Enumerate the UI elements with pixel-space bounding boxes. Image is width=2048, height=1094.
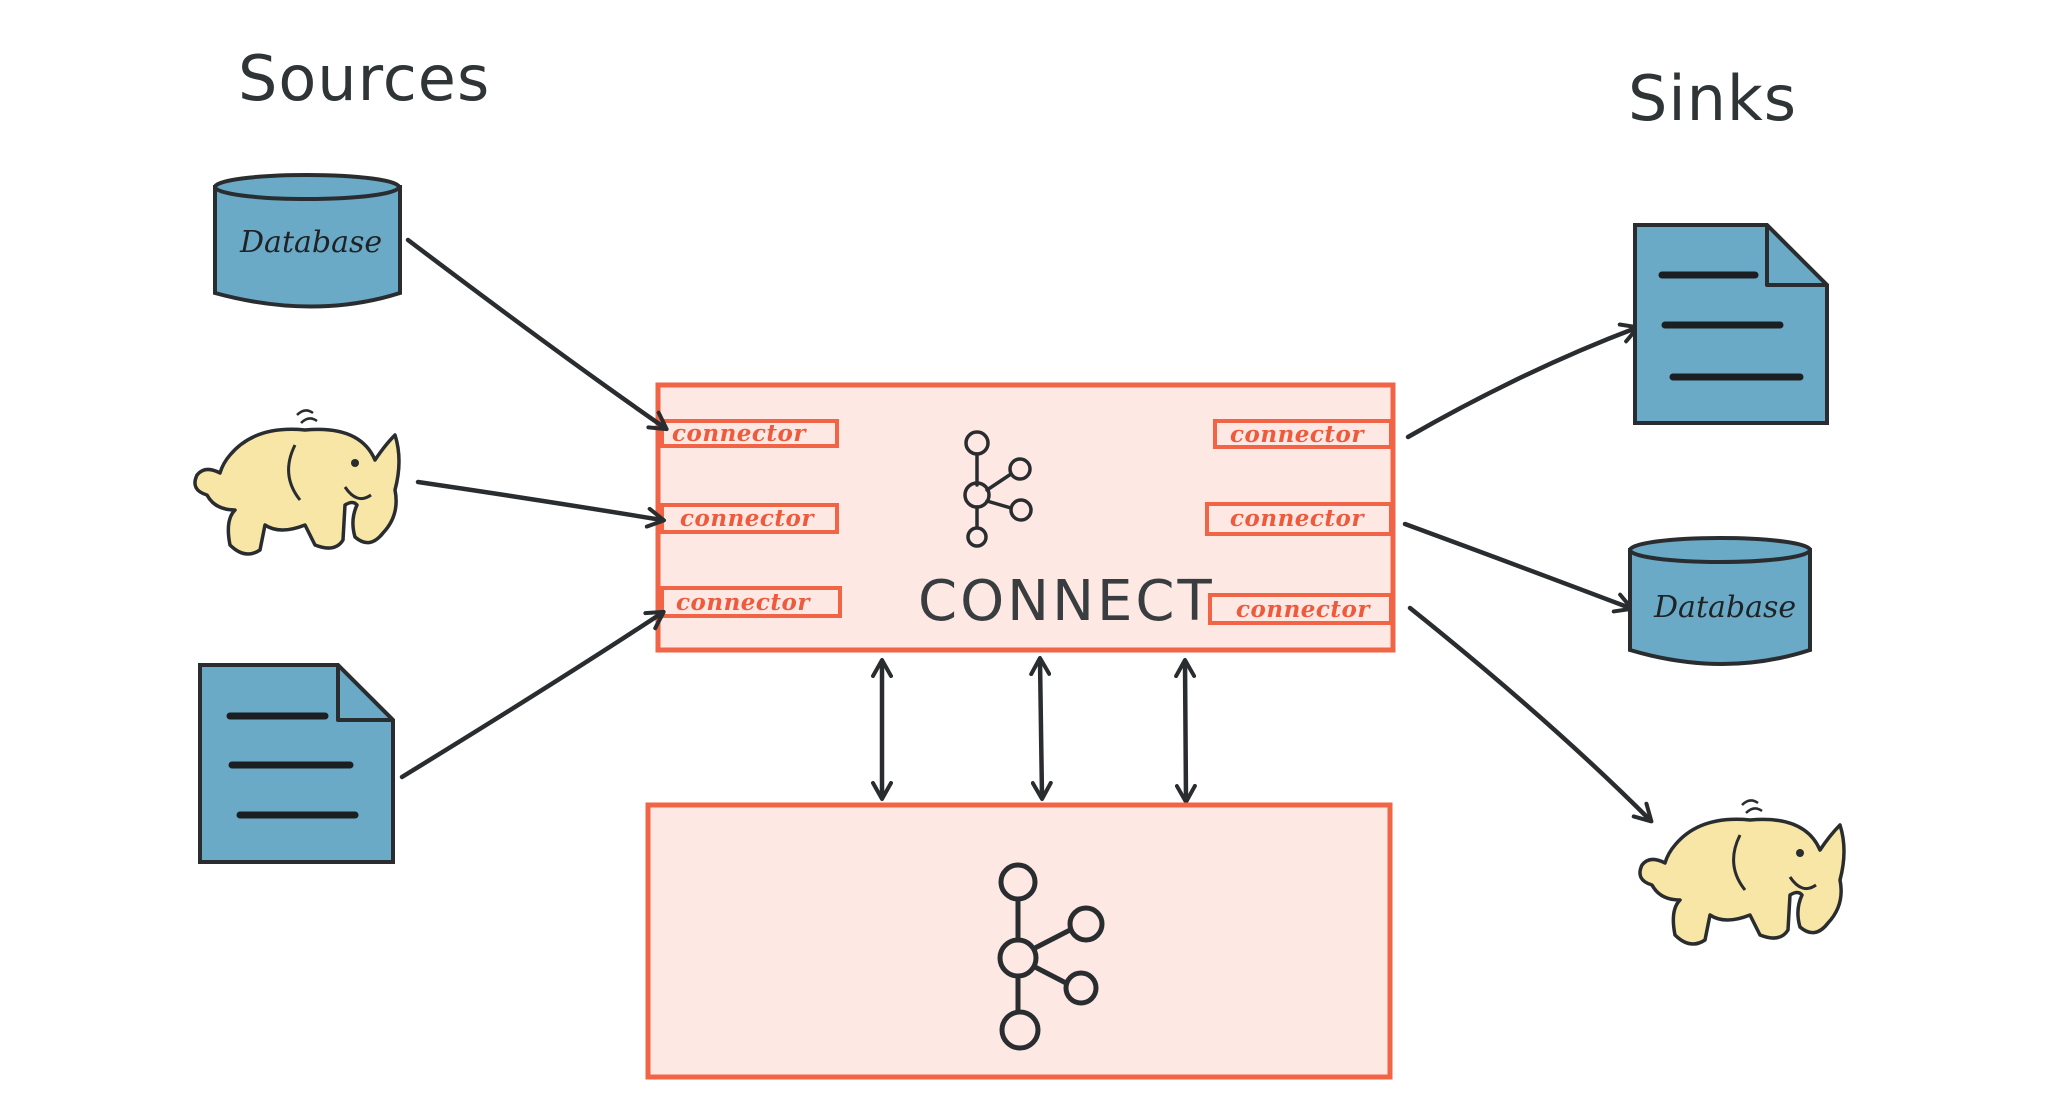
right-connector-slot [1208,593,1393,625]
source-document-icon [198,663,395,864]
sink-database-label: Database [1653,590,1796,625]
source-database-label: Database [239,225,382,260]
sink-database: Database [1628,536,1812,666]
right-connector-label: connector [1230,505,1365,532]
left-connector-slot [660,586,842,618]
right-connector-label: connector [1230,421,1365,448]
sink-flow-arrows [1402,322,1654,824]
left-connector-label: connector [680,505,815,532]
sink-hadoop-elephant-icon [1638,799,1846,946]
right-connector-slot [1213,419,1393,449]
right-connector-slot [1205,502,1393,536]
left-connector-label: connector [676,589,811,616]
bidirectional-arrows [871,656,1197,804]
right-connectors: connector connector connector [1205,419,1393,625]
left-connector-slot [660,503,839,534]
source-flow-arrows [399,237,669,780]
right-connector-label: connector [1236,596,1371,623]
sink-document-icon [1633,223,1829,425]
source-database: Database [213,173,402,309]
source-hadoop-elephant-icon [193,409,401,556]
connect-label: CONNECT [918,569,1215,634]
sinks-title: Sinks [1628,62,1797,135]
kafka-cluster-logo-icon [997,862,1105,1051]
left-connector-slot [660,419,839,448]
sources-title: Sources [238,42,490,115]
kafka-logo-icon [963,430,1033,548]
left-connector-label: connector [672,420,807,447]
left-connectors: connector connector connector [660,419,842,618]
